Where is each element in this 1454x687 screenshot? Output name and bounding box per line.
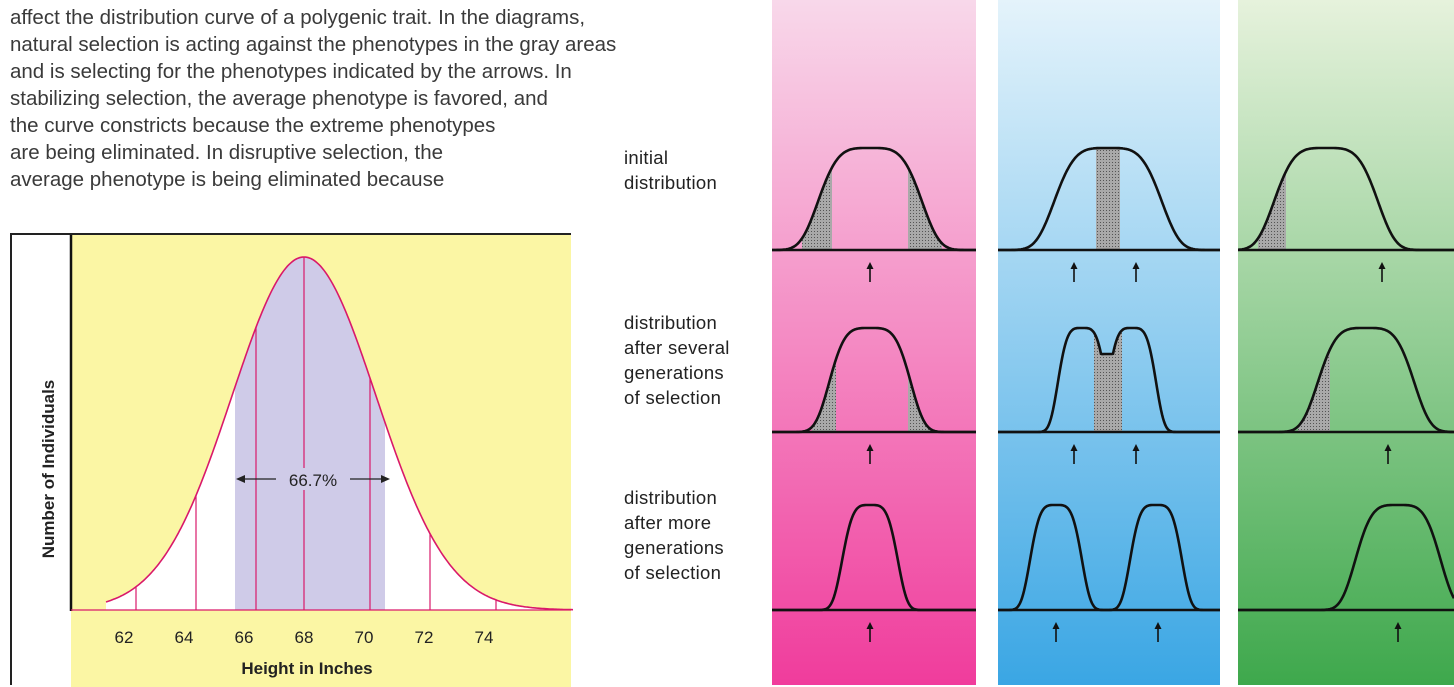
distribution-curve	[772, 146, 976, 252]
shaded-range	[235, 257, 385, 610]
x-tick-label: 68	[295, 628, 314, 647]
row-label-line: of selection	[624, 562, 722, 583]
height-chart-svg: 66.7% 62 64 66 68 70 72 74 Height in Inches Nu…	[39, 235, 573, 687]
distribution-row	[998, 326, 1220, 464]
selection-arrowhead	[1070, 262, 1078, 269]
row-label-line: distribution	[624, 312, 718, 333]
annotation-arrowhead-left	[236, 475, 245, 483]
height-distribution-chart: 66.7% 62 64 66 68 70 72 74 Height in Inches Nu…	[10, 233, 573, 687]
directional-curves	[1238, 0, 1454, 685]
selection-arrowhead	[866, 444, 874, 451]
annotation-label: 66.7%	[289, 471, 337, 490]
selection-arrowhead	[1052, 622, 1060, 629]
intro-line: natural selection is acting against the …	[10, 33, 617, 56]
x-tick-label: 64	[175, 628, 194, 647]
x-axis-label: Height in Inches	[241, 659, 372, 678]
selection-arrowhead	[1384, 444, 1392, 451]
row-label-initial: initial distribution	[624, 145, 717, 195]
selection-arrowhead	[1132, 444, 1140, 451]
selection-arrowhead	[1378, 262, 1386, 269]
distribution-row	[1238, 146, 1454, 282]
intro-line: affect the distribution curve of a polyg…	[10, 6, 586, 29]
percent-annotation: 66.7%	[236, 468, 390, 490]
selection-arrowhead	[1154, 622, 1162, 629]
selection-arrowhead	[866, 262, 874, 269]
eliminated-area	[1096, 148, 1120, 250]
intro-line: stabilizing selection, the average pheno…	[10, 87, 548, 110]
disruptive-selection-panel: disruptive selection	[998, 0, 1220, 685]
intro-line: are being eliminated. In disruptive sele…	[10, 141, 444, 164]
y-axis-label: Number of Individuals	[39, 380, 58, 559]
x-tick-label: 66	[235, 628, 254, 647]
x-tick-label: 74	[475, 628, 494, 647]
eliminated-area	[812, 359, 836, 432]
distribution-row	[1238, 503, 1454, 642]
distribution-row	[772, 503, 976, 642]
intro-paragraph: affect the distribution curve of a polyg…	[10, 4, 616, 193]
row-label-line: generations	[624, 362, 724, 383]
distribution-row	[998, 503, 1220, 642]
row-label-after-several: distribution after several generations o…	[624, 310, 730, 410]
eliminated-area	[802, 167, 832, 250]
row-label-line: initial	[624, 147, 669, 168]
row-label-line: after more	[624, 512, 712, 533]
disruptive-curves	[998, 0, 1220, 685]
x-tick-label: 70	[355, 628, 374, 647]
x-tick-label: 72	[415, 628, 434, 647]
row-label-after-more: distribution after more generations of s…	[624, 485, 724, 585]
intro-line: the curve constricts because the extreme…	[10, 114, 496, 137]
panel-background	[1238, 0, 1454, 685]
selection-arrowhead	[866, 622, 874, 629]
stabilizing-curves	[772, 0, 976, 685]
distribution-row	[772, 326, 976, 464]
intro-line: average phenotype is being eliminated be…	[10, 168, 445, 191]
normal-curve	[105, 256, 573, 611]
row-label-line: generations	[624, 537, 724, 558]
stabilizing-selection-panel: stabilizing selection	[772, 0, 976, 685]
selection-arrowhead	[1132, 262, 1140, 269]
x-tick-label: 62	[115, 628, 134, 647]
distribution-row	[772, 146, 976, 282]
distribution-row	[1238, 326, 1454, 464]
eliminated-area	[1094, 330, 1122, 432]
row-label-line: of selection	[624, 387, 722, 408]
row-label-line: distribution	[624, 487, 718, 508]
row-label-line: after several	[624, 337, 730, 358]
distribution-row	[998, 146, 1220, 282]
annotation-label-bg	[278, 468, 348, 490]
annotation-arrowhead-right	[381, 475, 390, 483]
panel-background	[772, 0, 976, 685]
directional-selection-panel: directional selection	[1238, 0, 1454, 685]
eliminated-area	[908, 372, 932, 432]
distribution-curve	[998, 146, 1220, 252]
selection-arrowhead	[1394, 622, 1402, 629]
intro-line: and is selecting for the phenotypes indi…	[10, 60, 572, 83]
selection-arrowhead	[1070, 444, 1078, 451]
row-label-line: distribution	[624, 172, 718, 193]
